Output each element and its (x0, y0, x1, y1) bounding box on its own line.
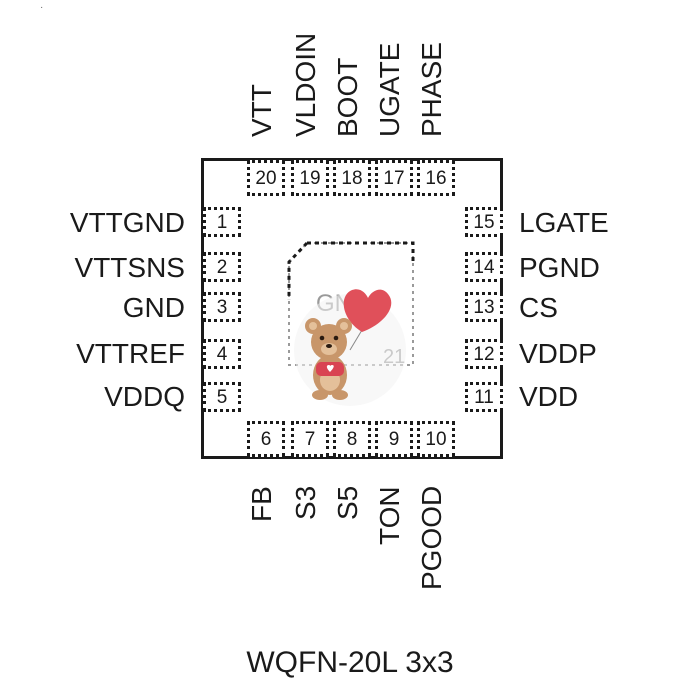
pin-box: 14 (465, 252, 503, 282)
pin-label: PHASE (416, 42, 447, 137)
pin-box: 9 (375, 421, 413, 457)
exposed-pad-label: GND (316, 290, 370, 317)
pin-box: 1 (203, 207, 241, 237)
pin-box: 17 (375, 160, 413, 196)
pin-label: PGND (519, 252, 600, 283)
pin-label: UGATE (374, 42, 405, 137)
pin-box: 20 (247, 160, 285, 196)
pin-label: VDDQ (104, 381, 185, 412)
pin-box: 3 (203, 292, 241, 322)
pin-box: 12 (465, 339, 503, 369)
pin-box: 16 (417, 160, 455, 196)
pin-box: 10 (417, 421, 455, 457)
pin-label: VTTSNS (74, 252, 185, 283)
pin-box: 18 (333, 160, 371, 196)
pin-label: PGOOD (416, 486, 447, 591)
pin-box: 7 (291, 421, 329, 457)
pin-box: 4 (203, 339, 241, 369)
pin-box: 13 (465, 292, 503, 322)
pin-box: 15 (465, 207, 503, 237)
pin-box: 19 (291, 160, 329, 196)
pin-label: LGATE (519, 207, 609, 238)
pin-label: GND (122, 292, 185, 323)
pin-label: TON (374, 486, 405, 545)
pin-label: VDD (519, 381, 579, 412)
package-caption: WQFN-20L 3x3 (246, 646, 454, 679)
pin-label: VLDOIN (290, 32, 321, 137)
pin-box: 2 (203, 252, 241, 282)
pin-box: 11 (465, 382, 503, 412)
pin-label: FB (246, 486, 277, 522)
pin-label: VTT (246, 84, 277, 137)
pin-box: 8 (333, 421, 371, 457)
pin-label: S3 (290, 486, 321, 521)
pin-label: BOOT (332, 57, 363, 137)
pin-label: S5 (332, 486, 363, 521)
exposed-pad-number: 21 (383, 346, 406, 368)
corner-mark: · (40, 2, 44, 13)
pin-label: VDDP (519, 338, 597, 369)
pin-label: VTTGND (69, 207, 185, 238)
pin-box: 6 (247, 421, 285, 457)
pin-label: CS (519, 292, 558, 323)
pin-label: VTTREF (76, 338, 185, 369)
pin-box: 5 (203, 382, 241, 412)
